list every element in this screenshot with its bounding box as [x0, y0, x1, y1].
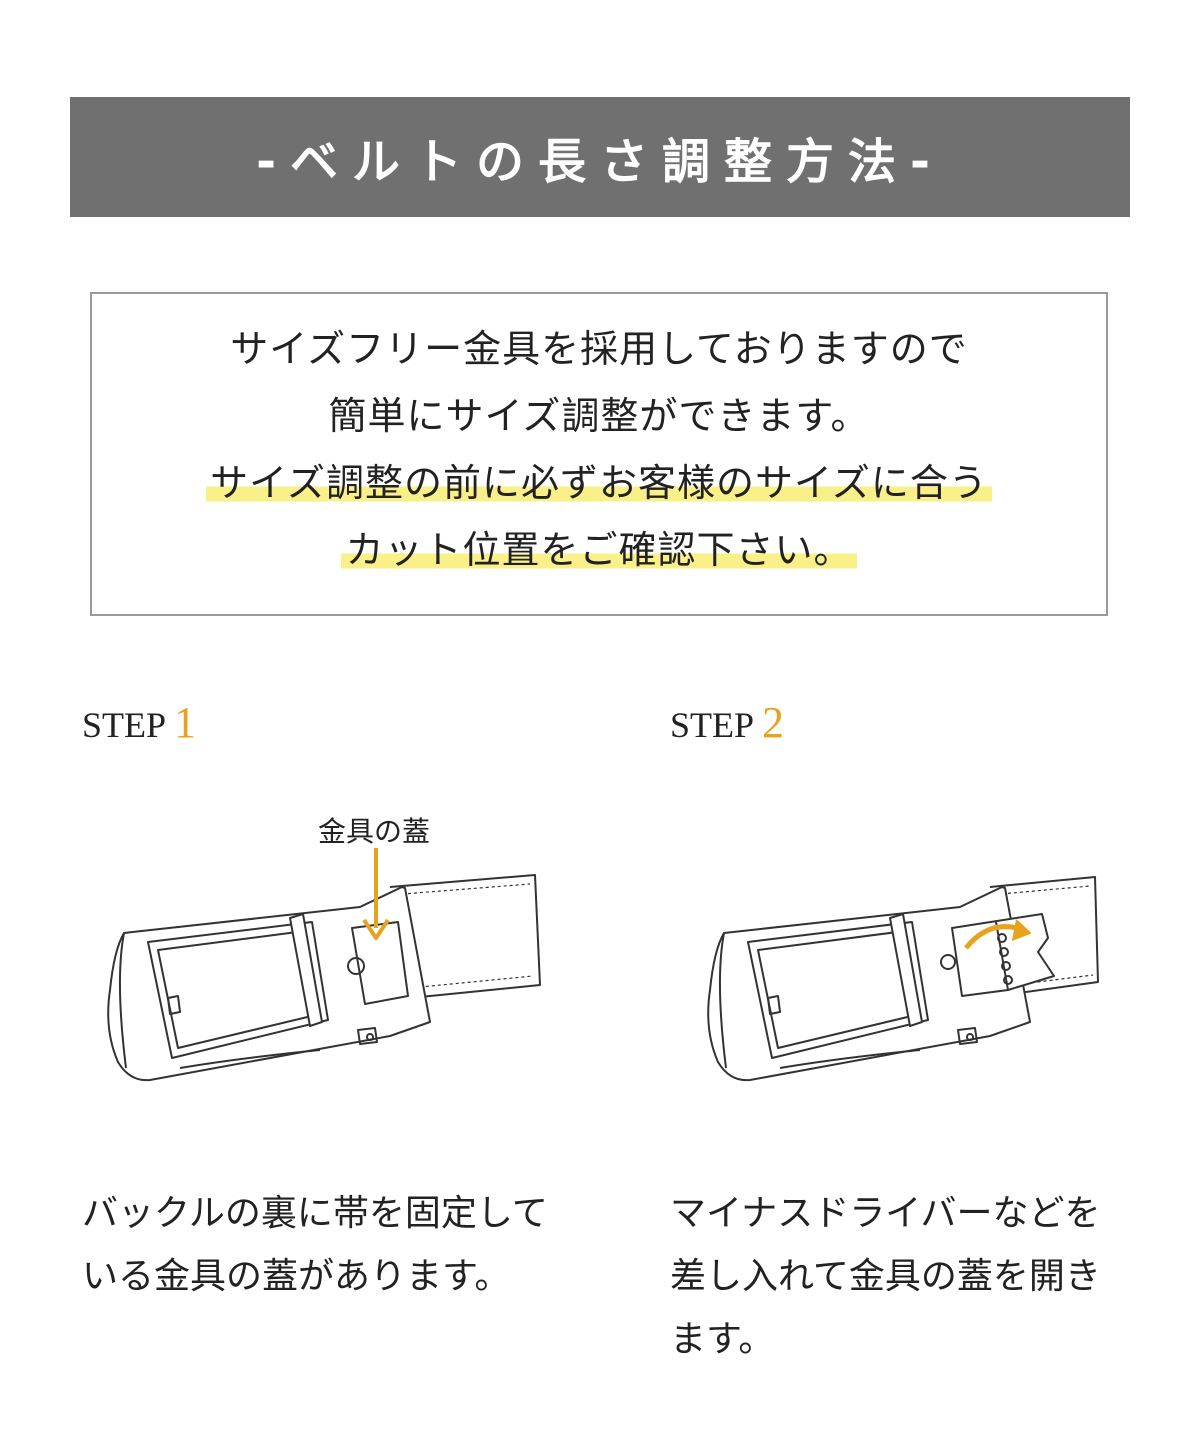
intro-highlight-4: カット位置をご確認下さい。: [341, 528, 857, 572]
title-banner: -ベルトの長さ調整方法-: [70, 97, 1130, 217]
step-1-label: STEP: [82, 705, 167, 745]
intro-line-2: 簡単にサイズ調整ができます。: [328, 394, 870, 438]
intro-line-4: カット位置をご確認下さい。: [92, 525, 1106, 575]
step-2-label: STEP: [670, 705, 755, 745]
buckle-illustration-step1: [107, 848, 541, 1082]
down-arrow-icon: [362, 848, 390, 940]
intro-highlight-3: サイズ調整の前に必ずお客様のサイズに合う: [206, 461, 992, 505]
intro-line-1: サイズフリー金具を採用しておりますので: [230, 327, 968, 371]
step-1-desc-line: いる金具の蓋があります。: [82, 1256, 511, 1297]
step-2-desc-line: 差し入れて金具の蓋を開き: [670, 1256, 1101, 1297]
step-1-desc-line: バックルの裏に帯を固定して: [82, 1193, 548, 1234]
buckle-illustration-step2: [707, 876, 1099, 1082]
curved-arrow-icon: [964, 919, 1031, 950]
step-2-description: マイナスドライバーなどを 差し入れて金具の蓋を開き ます。: [670, 1182, 1140, 1371]
buckle-lid-callout: 金具の蓋: [318, 815, 431, 848]
step-1-number: 1: [174, 698, 197, 747]
step-2-number: 2: [762, 698, 785, 747]
intro-box: サイズフリー金具を採用しておりますので 簡単にサイズ調整ができます。 サイズ調整…: [90, 292, 1108, 616]
page-title: -ベルトの長さ調整方法-: [256, 134, 944, 190]
step-2-desc-line: ます。: [670, 1319, 775, 1360]
intro-line-3: サイズ調整の前に必ずお客様のサイズに合う: [92, 458, 1106, 508]
step-1-description: バックルの裏に帯を固定して いる金具の蓋があります。: [82, 1182, 602, 1308]
step-2-desc-line: マイナスドライバーなどを: [670, 1193, 1101, 1234]
